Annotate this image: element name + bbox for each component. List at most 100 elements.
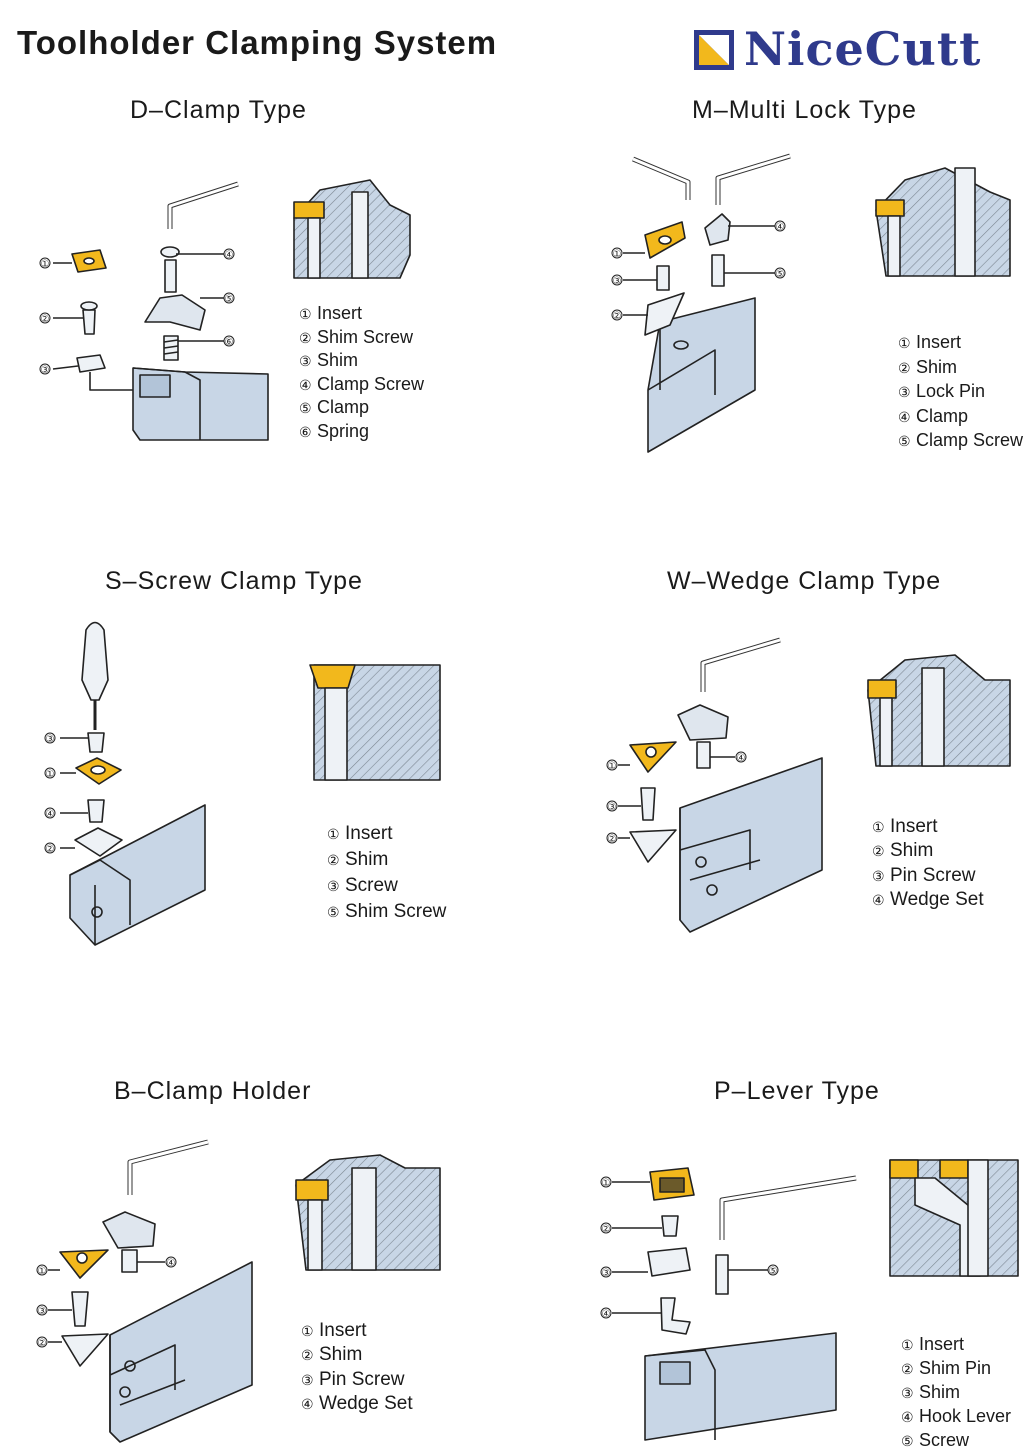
section-title-s-screw-clamp: S–Screw Clamp Type (105, 567, 363, 595)
b-shim (61, 1333, 109, 1367)
callout-label: ① (46, 769, 55, 780)
b-clamp-holder-cross-section (295, 1154, 441, 1271)
callout-label: ④ (737, 753, 746, 764)
callout-label: ② (608, 834, 617, 845)
callout-label: ① (602, 1178, 611, 1189)
callout-label: ③ (602, 1268, 611, 1279)
s-screw-clamp-exploded-view (44, 621, 206, 946)
section-title-w-wedge-clamp: W–Wedge Clamp Type (667, 567, 942, 595)
d-shim (76, 354, 106, 373)
callout-label: ③ (38, 1306, 47, 1317)
section-title-p-lever: P–Lever Type (714, 1077, 880, 1105)
m-hex-key-right (715, 153, 791, 205)
p-holder-body (644, 1332, 837, 1441)
w-hex-key (700, 637, 781, 692)
w-wedge-set (677, 704, 729, 741)
b-clamp-holder-exploded-view (36, 1139, 253, 1443)
brand-name: NiceCutt (744, 22, 982, 76)
m-holder-body (647, 297, 756, 453)
d-clamp (144, 294, 206, 331)
s-screw (87, 732, 105, 753)
b-wedge-set (102, 1211, 156, 1249)
callout-label: ③ (608, 802, 617, 813)
callout-label: ③ (41, 365, 50, 376)
callout-label: ⑤ (776, 269, 785, 280)
d-clamp-cross-section (293, 179, 411, 279)
callout-label: ③ (46, 734, 55, 745)
p-shim (647, 1247, 691, 1277)
s-screwdriver (81, 621, 109, 701)
m-multi-lock-exploded-view (611, 153, 791, 453)
d-clamp-exploded-view (39, 181, 269, 441)
brand-mark-icon (694, 30, 734, 70)
s-shim (74, 827, 123, 857)
callout-label: ① (608, 761, 617, 772)
m-shim (644, 292, 685, 336)
w-shim (629, 829, 677, 863)
callout-label: ② (602, 1224, 611, 1235)
callout-label: ② (46, 844, 55, 855)
b-pin-screw (71, 1291, 89, 1327)
callout-label: ④ (167, 1258, 176, 1269)
section-title-d-clamp: D–Clamp Type (130, 96, 307, 124)
b-insert (59, 1249, 109, 1279)
w-pin-screw (640, 787, 656, 821)
callout-label: ① (613, 249, 622, 260)
p-hex-key (719, 1175, 857, 1240)
d-clamp-screw (164, 259, 177, 293)
callout-label: ④ (225, 250, 234, 261)
w-holder-body (679, 757, 823, 933)
b-holder-body (109, 1261, 253, 1443)
callout-label: ⑤ (769, 1266, 778, 1277)
callout-label: ④ (602, 1309, 611, 1320)
brand-logo: NiceCutt (692, 22, 1012, 76)
callout-label: ⑥ (225, 337, 234, 348)
page-title: Toolholder Clamping System (17, 24, 498, 61)
callout-label: ① (41, 259, 50, 270)
callout-label: ④ (776, 222, 785, 233)
w-wedge-clamp-exploded-view (606, 637, 823, 933)
callout-label: ⑤ (225, 294, 234, 305)
m-lock-pin (656, 265, 670, 291)
d-hex-key (167, 181, 239, 229)
d-shim-screw (82, 309, 96, 335)
w-wedge-clamp-cross-section (867, 654, 1011, 767)
b-hex-key (127, 1139, 209, 1195)
m-clamp-screw (711, 254, 725, 287)
s-holder-body (69, 804, 206, 946)
s-shim-screw (87, 799, 105, 823)
callout-label: ③ (613, 276, 622, 287)
p-lever-exploded-view (600, 1167, 857, 1441)
callout-label: ② (38, 1338, 47, 1349)
p-hook-lever (660, 1297, 691, 1335)
